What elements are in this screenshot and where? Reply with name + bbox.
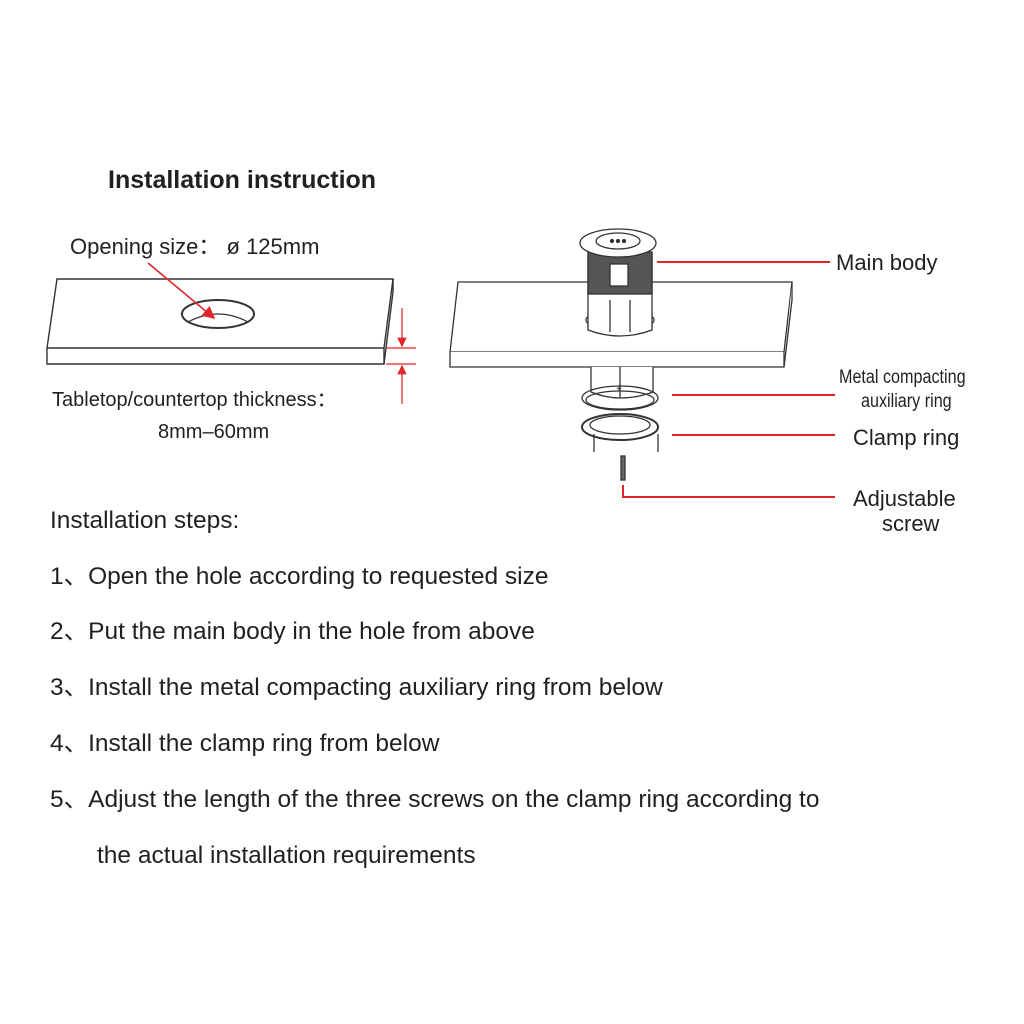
step-item-continuation: the actual installation requirements bbox=[97, 842, 476, 869]
thickness-range: 8mm–60mm bbox=[158, 421, 270, 443]
opening-arrow bbox=[147, 262, 216, 320]
clamp-ring-label: Clamp ring bbox=[853, 425, 960, 450]
main-body-label: Main body bbox=[836, 250, 938, 275]
thickness-dimension bbox=[386, 308, 416, 404]
screw-label-2: screw bbox=[882, 511, 940, 536]
step-item: 2、Put the main body in the hole from abo… bbox=[50, 618, 535, 645]
screw-label-1: Adjustable bbox=[853, 486, 956, 511]
opening-size-label: Opening size： ø 125mm bbox=[70, 234, 320, 259]
metal-ring-label-1: Metal compacting bbox=[839, 367, 966, 388]
tabletop-with-hole bbox=[46, 278, 394, 365]
step-item: 3、Install the metal compacting auxiliary… bbox=[50, 674, 663, 701]
leader-lines bbox=[622, 261, 835, 498]
steps-heading: Installation steps: bbox=[50, 507, 240, 534]
step-item: 4、Install the clamp ring from below bbox=[50, 730, 440, 757]
thickness-label: Tabletop/countertop thickness： bbox=[52, 389, 337, 411]
svg-text:+: + bbox=[616, 384, 622, 395]
assembly-drawing: + bbox=[449, 228, 793, 481]
step-item: 5、Adjust the length of the three screws … bbox=[50, 786, 820, 813]
metal-ring-label-2: auxiliary ring bbox=[861, 391, 952, 412]
page-title: Installation instruction bbox=[108, 166, 377, 194]
step-item: 1、Open the hole according to requested s… bbox=[50, 563, 549, 590]
